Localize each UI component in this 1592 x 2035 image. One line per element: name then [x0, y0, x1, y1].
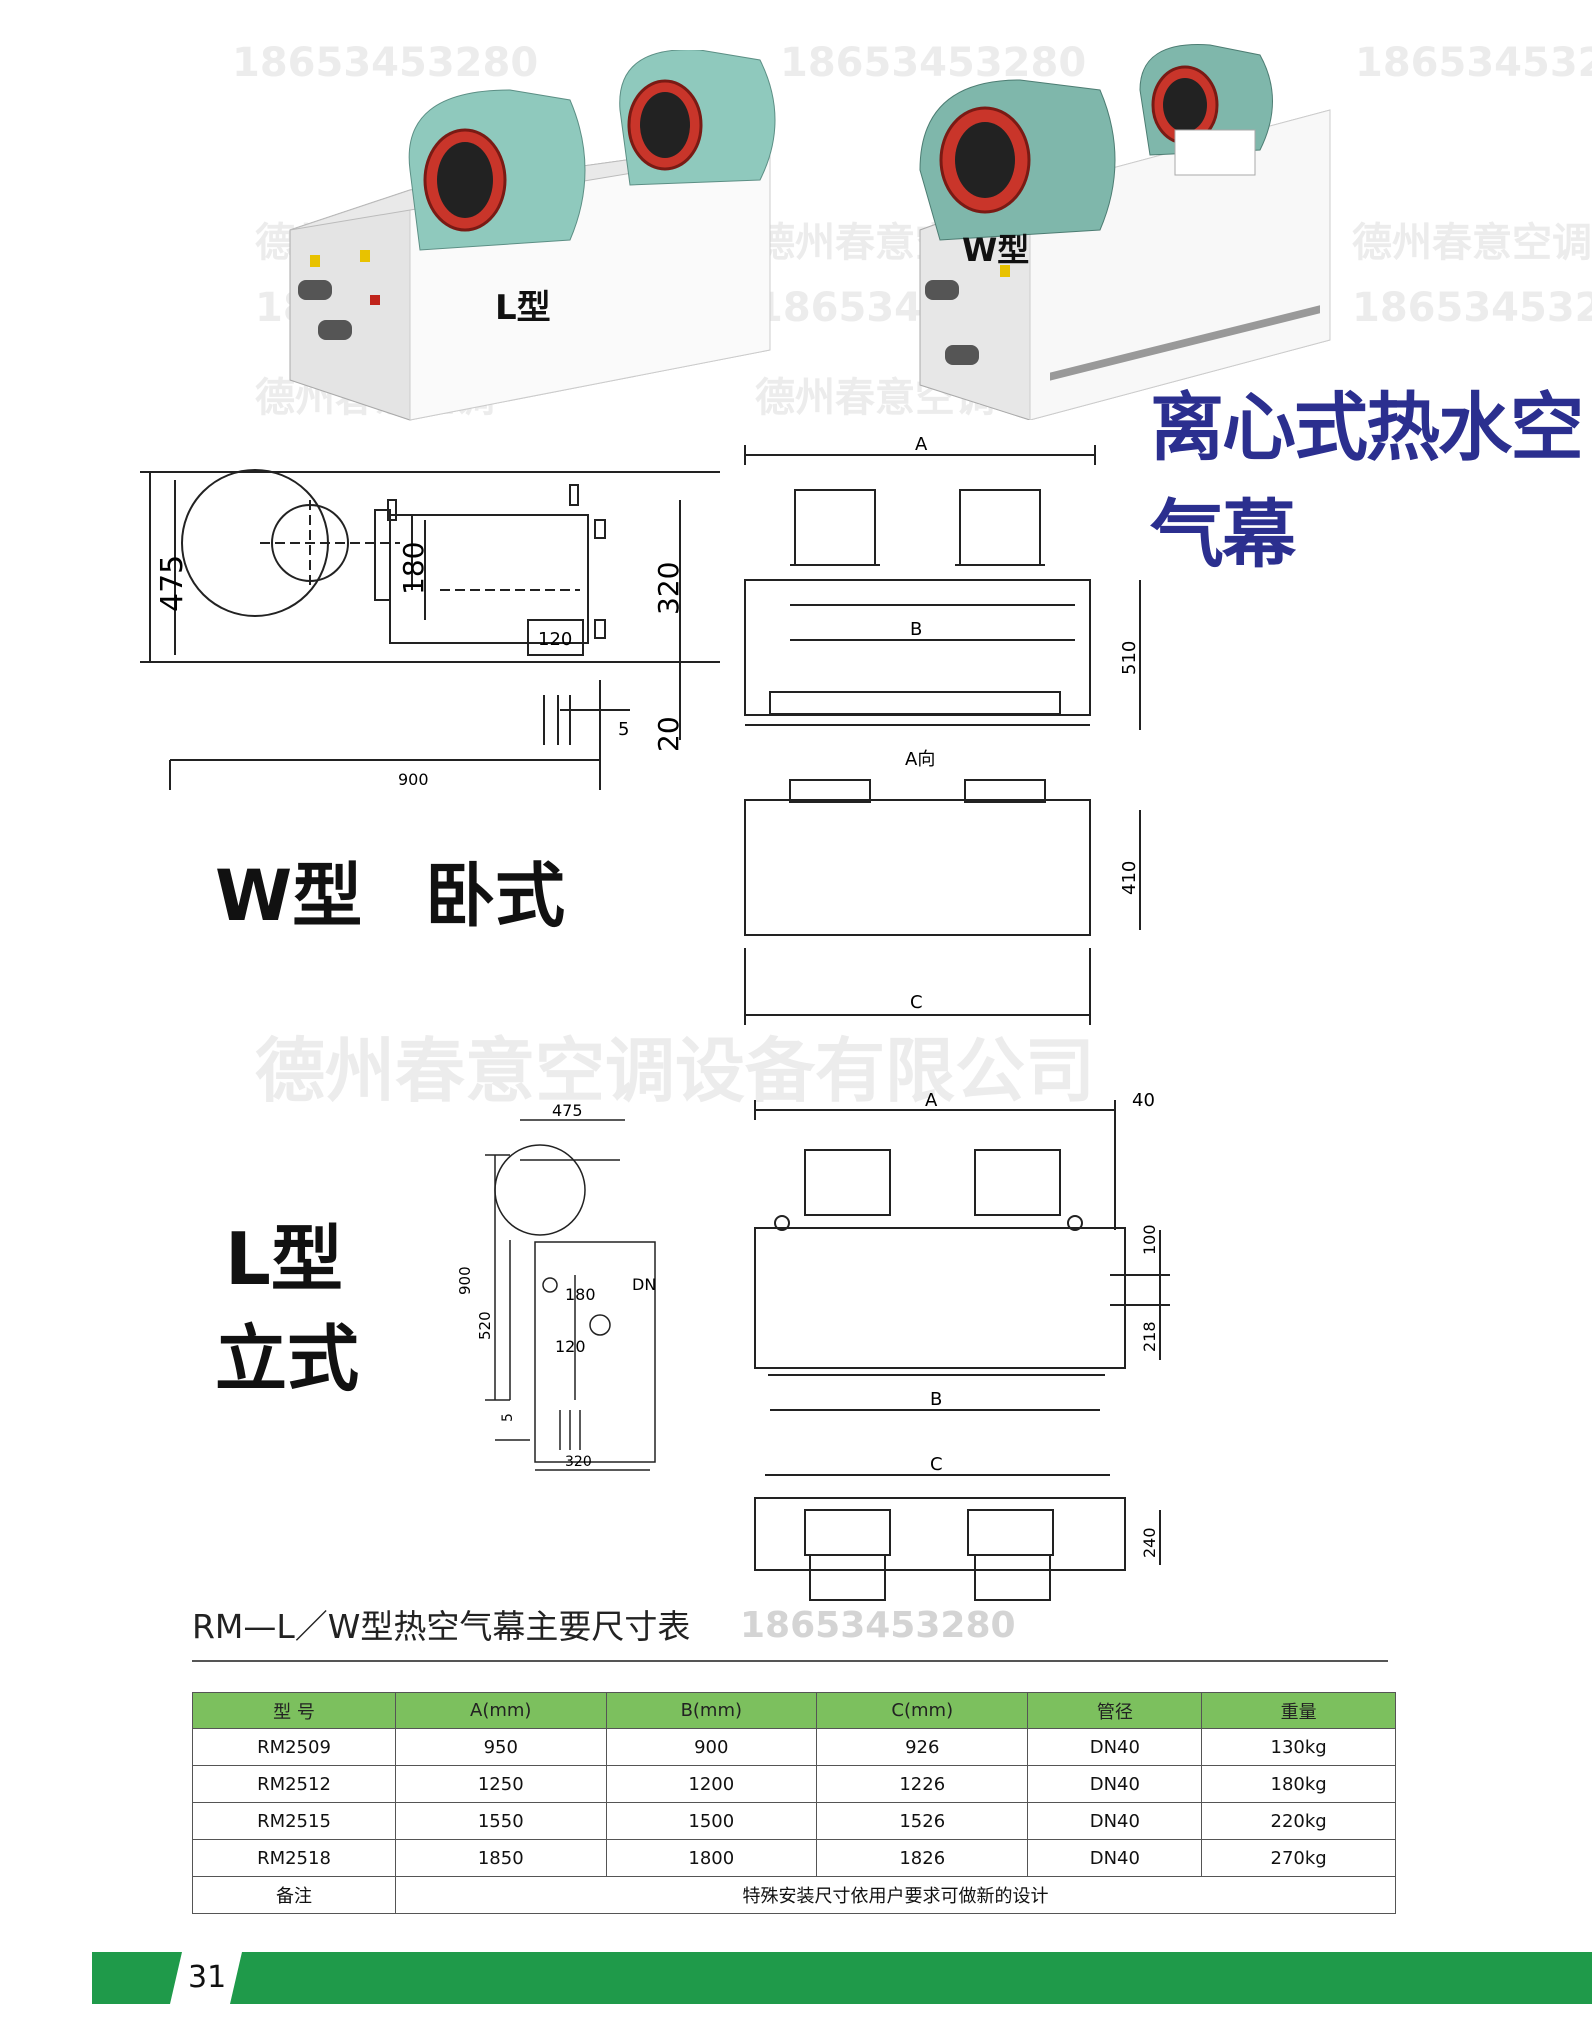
cell-pipe: DN40: [1027, 1728, 1203, 1766]
dim-a: A: [915, 434, 928, 455]
watermark-phone: 18653453280: [780, 40, 1087, 86]
l-dim-218: 218: [1140, 1321, 1159, 1352]
w-type-front-drawing: A B 510 A向 410 C: [744, 434, 1141, 1025]
table-row: RM2518 1850 1800 1826 DN40 270kg: [192, 1839, 1396, 1877]
cell-model: RM2512: [192, 1765, 396, 1803]
dim-510: 510: [1119, 641, 1140, 675]
w-type-label: W型: [215, 855, 363, 937]
remark-label: 备注: [192, 1876, 396, 1914]
l-dim-5: 5: [500, 1413, 516, 1422]
watermark-phone: 18653453280: [740, 1605, 1016, 1646]
l-type-label: L型: [225, 1217, 343, 1301]
watermark-company-full: 德州春意空调设备有限公司: [255, 1030, 1095, 1112]
cell-pipe: DN40: [1027, 1765, 1203, 1803]
dim-b: B: [910, 619, 922, 640]
divider: [192, 1660, 1388, 1662]
header-pipe: 管径: [1027, 1692, 1203, 1729]
header-model: 型 号: [192, 1692, 396, 1729]
dim-20: 20: [652, 716, 685, 752]
l-dim-520: 520: [476, 1311, 494, 1340]
cell-a: 950: [395, 1728, 607, 1766]
dim-475: 475: [155, 555, 190, 612]
l-dim-180: 180: [565, 1285, 596, 1304]
cell-b: 1500: [605, 1802, 818, 1840]
l-dim-a: A: [925, 1090, 938, 1111]
dim-5: 5: [618, 719, 629, 740]
cell-a: 1250: [395, 1765, 607, 1803]
w-type-side-drawing: 475 180 320 120 20 5 900: [140, 469, 720, 790]
cell-b: 900: [605, 1728, 818, 1766]
table-row: RM2512 1250 1200 1226 DN40 180kg: [192, 1765, 1396, 1803]
dim-c: C: [910, 992, 923, 1013]
footer-bar: [92, 1952, 1592, 2004]
cell-c: 1226: [816, 1765, 1029, 1803]
remark-text: 特殊安装尺寸依用户要求可做新的设计: [395, 1876, 1396, 1914]
l-dim-c: C: [930, 1454, 943, 1475]
cell-pipe: DN40: [1027, 1802, 1203, 1840]
cell-weight: 220kg: [1201, 1802, 1396, 1840]
l-dim-b: B: [930, 1389, 942, 1410]
header-a: A(mm): [395, 1692, 607, 1729]
l-dim-475: 475: [552, 1101, 583, 1120]
l-dim-40: 40: [1132, 1090, 1155, 1111]
cell-b: 1800: [605, 1839, 818, 1877]
cell-a: 1550: [395, 1802, 607, 1840]
cell-weight: 180kg: [1201, 1765, 1396, 1803]
l-dim-240: 240: [1140, 1527, 1159, 1558]
l-dim-dn: DN: [632, 1275, 656, 1294]
watermark-phone: 18653453280: [1355, 40, 1592, 86]
l-dim-100: 100: [1140, 1224, 1159, 1255]
header-weight: 重量: [1201, 1692, 1396, 1729]
table-header-row: 型 号 A(mm) B(mm) C(mm) 管径 重量: [192, 1692, 1396, 1729]
header-b: B(mm): [605, 1692, 818, 1729]
page-number: 31: [188, 1960, 227, 1995]
page-title: 离心式热水空气幕: [1150, 385, 1584, 578]
l-dim-120: 120: [555, 1337, 586, 1356]
dim-120: 120: [538, 629, 572, 650]
view-a: A向: [905, 749, 935, 770]
spec-table: 型 号 A(mm) B(mm) C(mm) 管径 重量 RM2509 950 9…: [192, 1692, 1396, 1914]
cell-pipe: DN40: [1027, 1839, 1203, 1877]
table-remark-row: 备注 特殊安装尺寸依用户要求可做新的设计: [192, 1876, 1396, 1914]
cell-c: 926: [816, 1728, 1029, 1766]
cell-c: 1526: [816, 1802, 1029, 1840]
product-photo-l-type: [289, 50, 776, 421]
cell-b: 1200: [605, 1765, 818, 1803]
product-photo-w-type: [919, 44, 1331, 420]
w-type-photo-label: W型: [962, 231, 1030, 269]
dim-320: 320: [652, 562, 685, 615]
cell-weight: 270kg: [1201, 1839, 1396, 1877]
l-dim-900: 900: [456, 1266, 474, 1295]
header-c: C(mm): [816, 1692, 1029, 1729]
dim-900: 900: [398, 770, 429, 789]
w-mount-label: 卧式: [425, 855, 565, 937]
cell-c: 1826: [816, 1839, 1029, 1877]
dim-410: 410: [1119, 861, 1140, 895]
l-dim-320: 320: [565, 1454, 592, 1470]
l-type-side-drawing: 475 900 520 180 DN 120 5 320: [456, 1101, 656, 1471]
l-mount-label: 立式: [215, 1317, 360, 1401]
table-row: RM2509 950 900 926 DN40 130kg: [192, 1728, 1396, 1766]
table-title: RM—L／W型热空气幕主要尺寸表: [192, 1607, 691, 1646]
l-type-photo-label: L型: [495, 288, 551, 328]
l-type-front-drawing: A 40 100 218 B C 240: [754, 1090, 1170, 1601]
watermark-phone: 18653453280: [232, 40, 539, 86]
dim-180: 180: [397, 542, 430, 595]
watermark-phone: 18653453280: [1352, 285, 1592, 331]
cell-weight: 130kg: [1201, 1728, 1396, 1766]
cell-model: RM2515: [192, 1802, 396, 1840]
table-row: RM2515 1550 1500 1526 DN40 220kg: [192, 1802, 1396, 1840]
watermark-company: 德州春意空调: [1352, 220, 1592, 266]
cell-model: RM2518: [192, 1839, 396, 1877]
cell-model: RM2509: [192, 1728, 396, 1766]
cell-a: 1850: [395, 1839, 607, 1877]
